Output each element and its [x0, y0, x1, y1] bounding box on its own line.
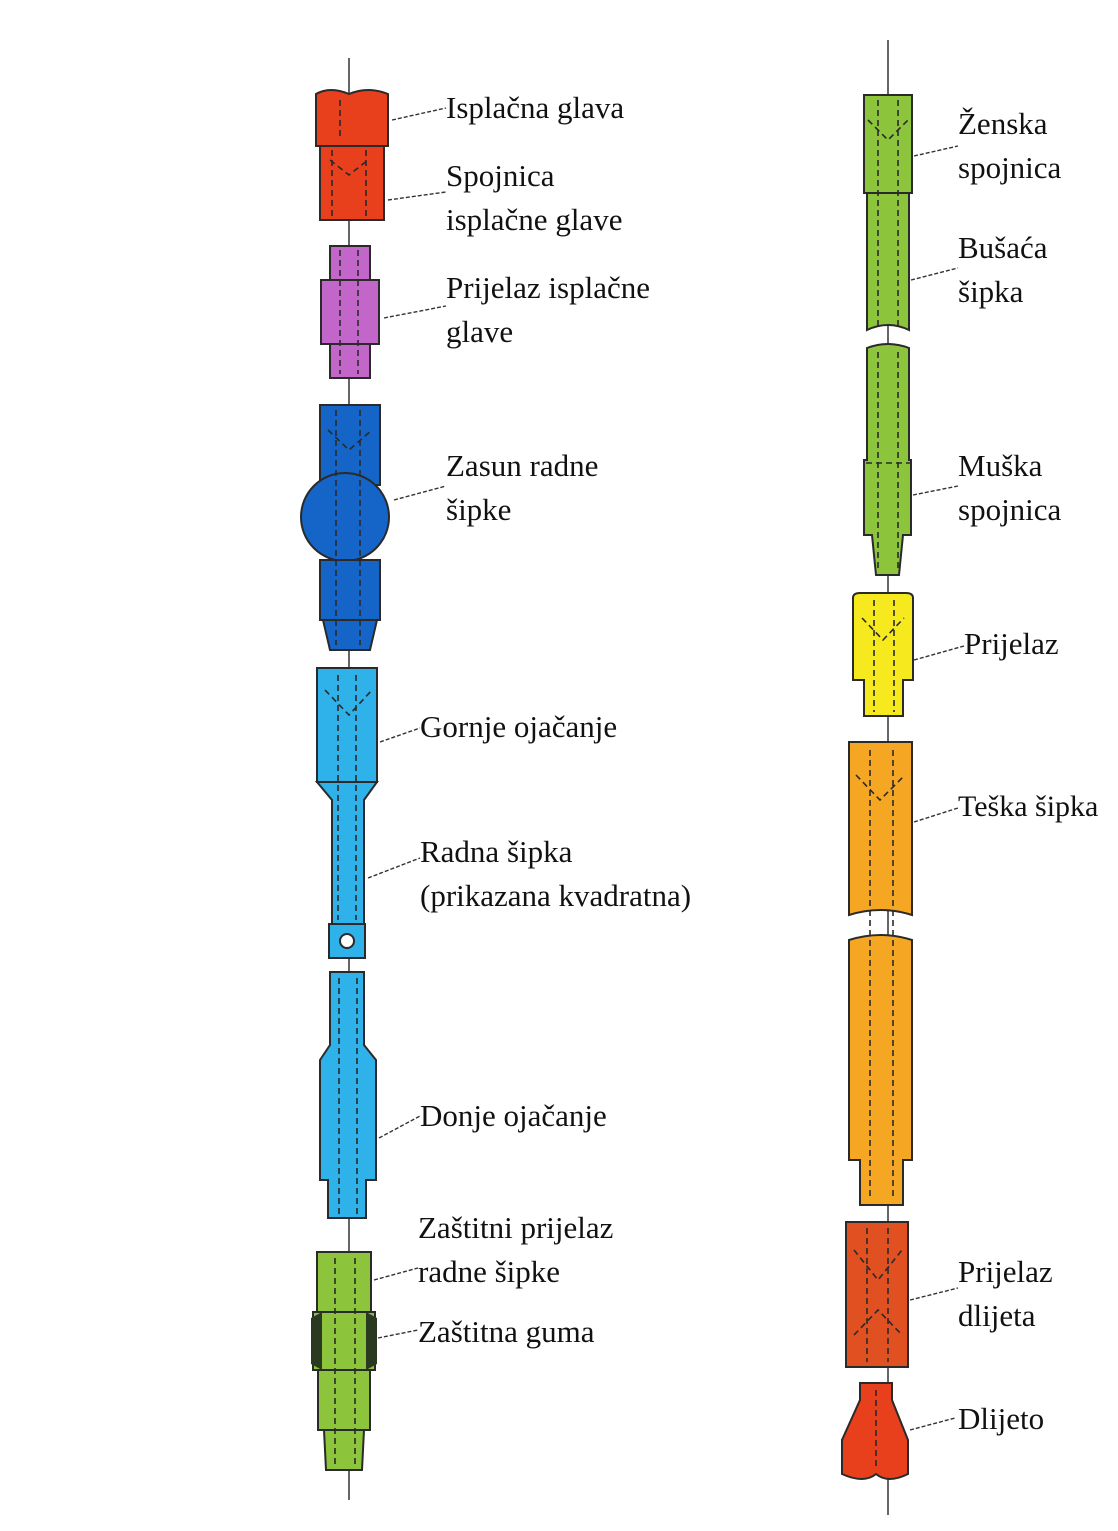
kelly-saver-sub-component: [313, 1252, 375, 1470]
drill-bit-component: [842, 1383, 908, 1479]
label-busaca-line2: šipka: [958, 270, 1023, 314]
label-prijelaz-dlijeta-line1: Prijelaz: [958, 1250, 1053, 1294]
label-teska-sipka: Teška šipka: [958, 785, 1098, 829]
label-donje-ojacanje: Donje ojačanje: [420, 1094, 607, 1138]
label-muska-line2: spojnica: [958, 488, 1061, 532]
drill-collar-lower-component: [849, 935, 912, 1205]
label-zasun-line2: šipke: [446, 488, 511, 532]
label-zenska-line2: spojnica: [958, 146, 1061, 190]
label-zenska-line1: Ženska: [958, 102, 1048, 146]
swivel-sub-component: [321, 246, 379, 378]
label-prijelaz-isplacne-line2: glave: [446, 310, 513, 354]
kelly-upper-component: [317, 668, 377, 925]
label-muska-line1: Muška: [958, 444, 1042, 488]
label-zastitni-prijelaz-line2: radne šipke: [418, 1250, 560, 1294]
kelly-cross-section: [329, 924, 365, 958]
label-prijelaz-dlijeta-line2: dlijeta: [958, 1294, 1035, 1338]
label-busaca-line1: Bušaća: [958, 226, 1048, 270]
crossover-sub-component: [853, 593, 913, 716]
label-prijelaz: Prijelaz: [964, 622, 1059, 666]
label-zastitna-guma: Zaštitna guma: [418, 1310, 594, 1354]
drill-pipe-lower-component: [864, 344, 911, 575]
drill-collar-upper-component: [849, 742, 912, 915]
label-zastitni-prijelaz-line1: Zaštitni prijelaz: [418, 1206, 613, 1250]
kelly-cock-component: [301, 405, 389, 650]
label-zasun-line1: Zasun radne: [446, 444, 598, 488]
bit-sub-component: [846, 1222, 908, 1367]
label-radna-sipka-line1: Radna šipka: [420, 830, 572, 874]
swivel-component: [316, 90, 388, 220]
label-prijelaz-isplacne-line1: Prijelaz isplačne: [446, 266, 650, 310]
label-dlijeto: Dlijeto: [958, 1397, 1044, 1441]
drill-pipe-upper-component: [864, 95, 912, 330]
label-spojnica-line2: isplačne glave: [446, 198, 622, 242]
label-isplacna-glava: Isplačna glava: [446, 86, 624, 130]
kelly-lower-component: [320, 972, 376, 1218]
label-spojnica-line1: Spojnica: [446, 154, 555, 198]
label-radna-sipka-line2: (prikazana kvadratna): [420, 874, 691, 918]
label-gornje-ojacanje: Gornje ojačanje: [420, 705, 617, 749]
